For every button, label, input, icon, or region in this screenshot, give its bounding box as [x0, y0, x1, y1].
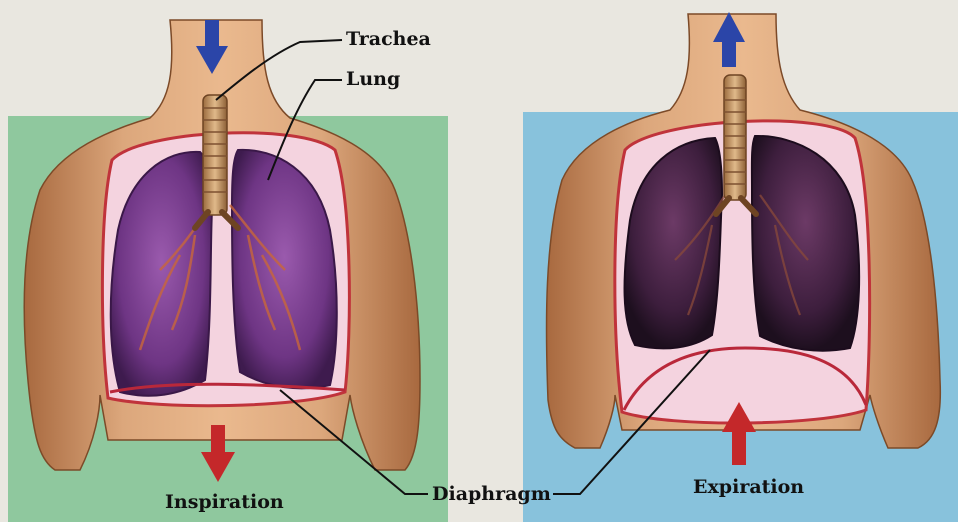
expiration-label: Expiration [693, 476, 804, 498]
trachea-exhale [724, 75, 746, 200]
trachea-inhale [203, 95, 227, 215]
lung-label: Lung [346, 68, 400, 90]
inspiration-label: Inspiration [165, 491, 284, 513]
trachea-label: Trachea [346, 28, 431, 50]
diaphragm-label: Diaphragm [432, 483, 551, 505]
